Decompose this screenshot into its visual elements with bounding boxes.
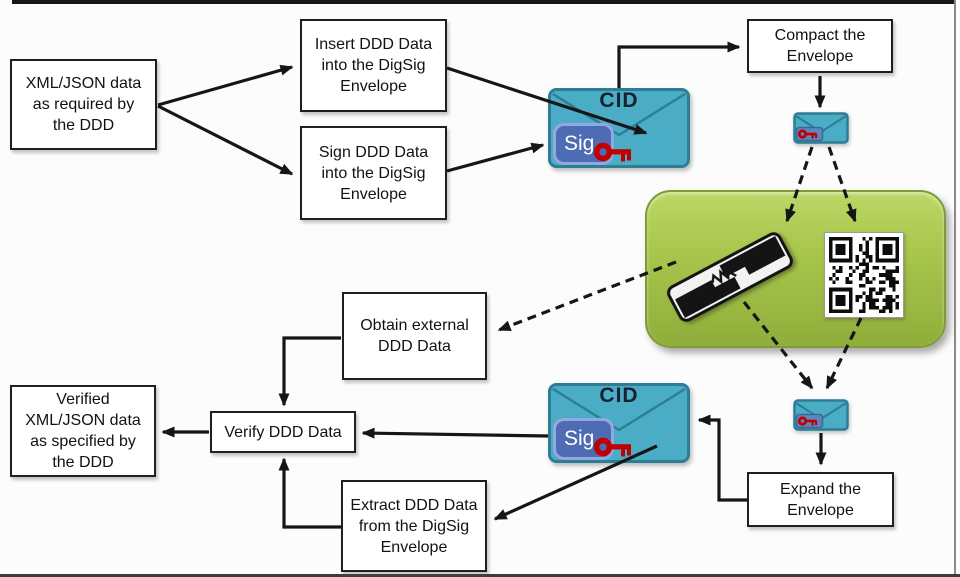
arrow-input-to-insert [157,64,294,107]
slide-border-top [12,0,956,4]
slide-border-right [954,0,956,577]
arrow-envelope-to-verify [361,427,549,439]
cid-label: CID [599,89,639,112]
box-label: Insert DDD Data into the DigSig Envelope [314,36,433,95]
arrow-sign-to-envelope [446,142,545,173]
box-label: Obtain external DDD Data [360,317,469,355]
box-xml-json-input: XML/JSON data as required by the DDD [10,59,157,150]
box-label: Compact the Envelope [774,27,866,65]
arrow-expand-to-envelope [697,414,747,502]
box-compact-envelope: Compact the Envelope [747,19,893,73]
red-key-icon [797,416,818,426]
arrow-extract-to-verify [278,457,341,529]
box-sign-ddd-data: Sign DDD Data into the DigSig Envelope [300,126,447,220]
arrow-obtain-to-verify [278,336,341,407]
box-label: Extract DDD Data from the DigSig Envelop… [350,496,478,556]
box-label: XML/JSON data as required by the DDD [25,75,142,134]
sig-label: Sig [564,132,595,155]
arrow-input-to-sign [157,104,294,176]
sig-label: Sig [564,427,595,450]
red-key-icon [797,129,818,139]
rfid-tag-icon [664,229,796,324]
box-label: Verify DDD Data [224,423,342,441]
arrow-envelope-to-compact [617,41,741,88]
envelope-flap [552,387,686,432]
envelope-icon [793,399,849,431]
box-label: Expand the Envelope [780,480,861,519]
box-verify-ddd-data: Verify DDD Data [210,411,356,453]
box-obtain-external-ddd-data: Obtain external DDD Data [342,292,487,380]
slide-border-bottom [0,574,960,577]
envelope-icon [793,112,849,144]
red-key-icon [594,437,631,457]
cid-label: CID [599,384,639,407]
box-expand-envelope: Expand the Envelope [747,472,894,527]
compact-envelope-top [793,112,849,144]
qr-code-icon [824,232,904,318]
digsig-envelope-bottom: CID Sig [548,383,690,463]
compact-envelope-bottom [793,399,849,431]
digsig-envelope-top: CID Sig [548,88,690,168]
box-label: Sign DDD Data into the DigSig Envelope [318,143,429,203]
box-label: Verified XML/JSON data as specified by t… [25,391,141,471]
box-verified-output: Verified XML/JSON data as specified by t… [10,385,156,477]
carrier-panel [645,190,946,348]
box-insert-ddd-data: Insert DDD Data into the DigSig Envelope [300,19,447,112]
box-extract-ddd-data: Extract DDD Data from the DigSig Envelop… [341,480,487,572]
red-key-icon [594,142,631,162]
